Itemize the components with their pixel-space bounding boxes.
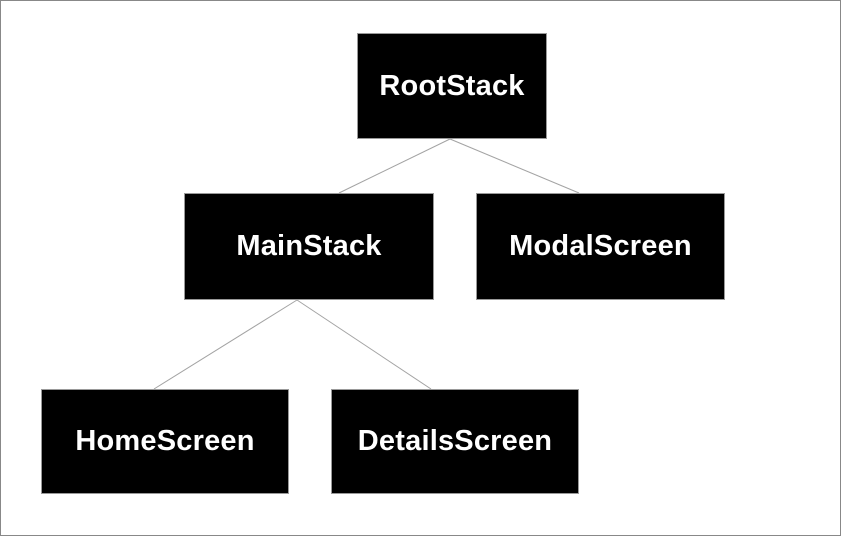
node-homescreen: HomeScreen: [41, 389, 289, 494]
node-modalscreen-label: ModalScreen: [509, 230, 692, 262]
node-detailsscreen-label: DetailsScreen: [357, 425, 553, 457]
edge-line-root-stack-to-main-stack: [338, 138, 451, 194]
node-detailsscreen: DetailsScreen: [331, 389, 579, 494]
edge-line-main-stack-to-details-screen: [296, 299, 432, 390]
node-modalscreen: ModalScreen: [476, 193, 725, 300]
node-mainstack-label: MainStack: [236, 230, 382, 262]
edge-line-main-stack-to-home-screen: [153, 299, 298, 390]
node-rootstack-label: RootStack: [379, 69, 525, 102]
node-mainstack: MainStack: [184, 193, 434, 300]
edge-line-root-stack-to-modal-screen: [449, 138, 580, 194]
node-homescreen-label: HomeScreen: [75, 425, 255, 457]
node-rootstack: RootStack: [357, 33, 547, 139]
